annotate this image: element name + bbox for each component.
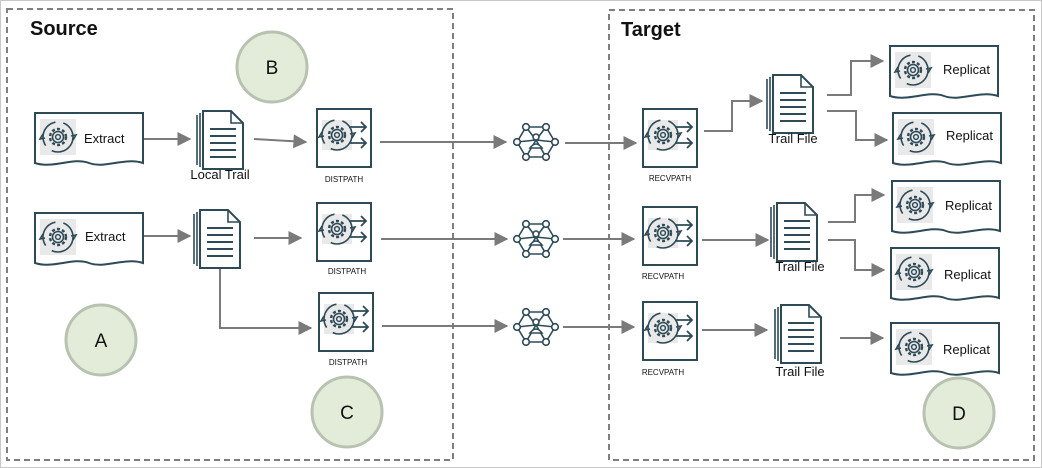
replicat-label-3: Replicat	[945, 198, 992, 213]
extract-label-2: Extract	[85, 229, 126, 244]
distpath-3: DISTPATH	[318, 292, 374, 367]
replicat-label-1: Replicat	[943, 62, 990, 77]
target-panel-title: Target	[621, 19, 681, 41]
trail-file-label-3: Trail File	[775, 364, 824, 379]
network-hub-icon	[512, 307, 560, 347]
callout-circle-a: A	[64, 303, 138, 377]
extract-card-2: Extract	[34, 212, 144, 266]
trail-file-1: Trail File	[766, 74, 818, 146]
replicat-label-5: Replicat	[943, 342, 990, 357]
replicat-card-2: Replicat	[892, 112, 1002, 166]
arrow-recvpath1-trail1	[704, 94, 764, 132]
source-panel	[6, 8, 454, 461]
callout-circle-c: C	[310, 375, 384, 449]
local-trail-label: Local Trail	[190, 167, 249, 182]
recvpath-3: RECVPATH	[642, 301, 698, 377]
distpath-2: DISTPATH	[316, 202, 372, 276]
recvpath-label-2: RECVPATH	[642, 272, 685, 281]
replicat-label-2: Replicat	[946, 128, 993, 143]
network-hub-icon	[512, 122, 560, 162]
arrow-localtrail-distpath1	[253, 134, 308, 149]
replicat-card-1: Replicat	[889, 45, 999, 99]
distpath-label-1: DISTPATH	[325, 175, 364, 184]
callout-circle-d: D	[922, 376, 996, 450]
callout-label-b: B	[266, 58, 279, 79]
extract-label-1: Extract	[84, 131, 125, 146]
trail-file-icon	[193, 209, 241, 269]
arrow-trail-distpath3	[219, 268, 313, 335]
replicat-card-3: Replicat	[891, 180, 1001, 234]
recvpath-label-1: RECVPATH	[649, 174, 692, 183]
source-trail-2	[193, 209, 241, 269]
arrow-trail2-replicat4	[828, 239, 886, 277]
source-panel-title: Source	[30, 18, 98, 40]
network-hub-icon	[512, 219, 560, 259]
replicat-card-5: Replicat	[890, 322, 1000, 376]
recvpath-label-3: RECVPATH	[642, 368, 685, 377]
trail-file-icon	[774, 304, 822, 364]
trail-file-label-2: Trail File	[775, 259, 824, 274]
arrow-trail2-replicat3	[828, 188, 886, 223]
target-panel	[608, 9, 1035, 461]
trail-file-3: Trail File	[774, 304, 825, 379]
callout-label-d: D	[952, 404, 966, 425]
trail-file-2: Trail File	[770, 202, 825, 274]
recvpath-2: RECVPATH	[642, 206, 698, 281]
connectors	[143, 54, 889, 345]
trail-file-icon	[196, 110, 244, 170]
callout-circle-b: B	[235, 30, 309, 104]
distpath-1: DISTPATH	[316, 108, 372, 184]
arrow-trail1-replicat1	[827, 54, 885, 96]
distpath-label-3: DISTPATH	[329, 358, 368, 367]
recvpath-1: RECVPATH	[642, 108, 698, 183]
callout-label-a: A	[95, 331, 108, 352]
distpath-label-2: DISTPATH	[328, 267, 367, 276]
callout-label-c: C	[340, 403, 354, 424]
trail-file-label-1: Trail File	[768, 131, 817, 146]
trail-file-icon	[770, 202, 818, 262]
arrow-trail1-replicat2	[827, 110, 889, 147]
replicat-label-4: Replicat	[944, 267, 991, 282]
local-trail: Local Trail	[190, 110, 250, 182]
extract-card-1: Extract	[34, 112, 144, 166]
replicat-card-4: Replicat	[890, 247, 1000, 301]
trail-file-icon	[766, 74, 814, 134]
